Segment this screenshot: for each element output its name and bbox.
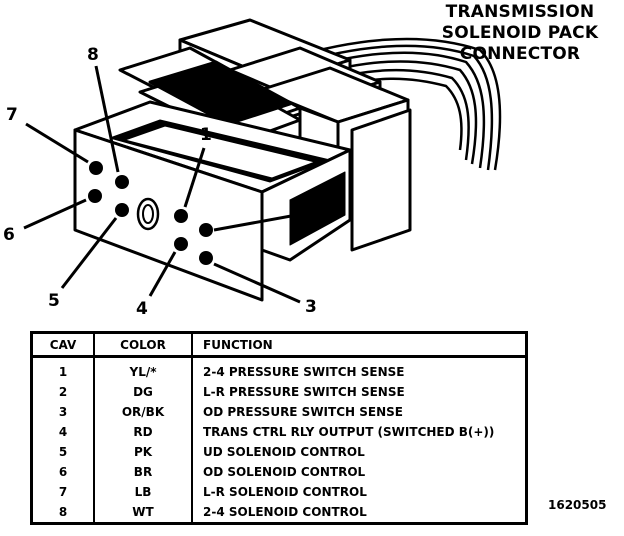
callout-8: 8 [87, 45, 99, 65]
cavity-6 [88, 189, 102, 203]
callout-1: 1 [200, 125, 212, 145]
cell-function: OD SOLENOID CONTROL [203, 465, 366, 479]
callout-3: 3 [305, 297, 317, 317]
cell-cav: 1 [31, 356, 95, 382]
connector-cavities [88, 161, 213, 265]
table-row: 4 RD TRANS CTRL RLY OUTPUT (SWITCHED B(+… [31, 422, 527, 442]
cell-cav: 6 [31, 462, 95, 482]
cavity-table: CAV COLOR FUNCTION 1 YL/* 2-4 PRESSURE S… [30, 331, 528, 525]
cavity-4 [174, 237, 188, 251]
cell-function: L-R SOLENOID CONTROL [203, 485, 367, 499]
callout-4: 4 [136, 299, 148, 319]
diagram-title: TRANSMISSION SOLENOID PACK CONNECTOR [420, 2, 620, 65]
table-row: 6 BR OD SOLENOID CONTROL [31, 462, 527, 482]
cell-cav: 3 [31, 402, 95, 422]
header-function: FUNCTION [192, 332, 527, 358]
table-row: 7 LB L-R SOLENOID CONTROL [31, 482, 527, 502]
table-row: 2 DG L-R PRESSURE SWITCH SENSE [31, 382, 527, 402]
cell-function: TRANS CTRL RLY OUTPUT (SWITCHED B(+)) [203, 425, 495, 439]
cell-function: UD SOLENOID CONTROL [203, 445, 365, 459]
callout-leaders [23, 65, 303, 304]
table-row: 3 OR/BK OD PRESSURE SWITCH SENSE [31, 402, 527, 422]
header-cav: CAV [31, 332, 95, 358]
cavity-3 [199, 251, 213, 265]
callout-5: 5 [48, 291, 60, 311]
cavity-1 [174, 209, 188, 223]
cell-color: BR [94, 462, 193, 482]
connector-front-face [73, 128, 264, 302]
table-header-row: CAV COLOR FUNCTION [31, 332, 527, 358]
cell-function: L-R PRESSURE SWITCH SENSE [203, 385, 405, 399]
cell-color: DG [94, 382, 193, 402]
cell-cav: 4 [31, 422, 95, 442]
connector-latch [118, 46, 302, 144]
cell-color: RD [94, 422, 193, 442]
cavity-5 [115, 203, 129, 217]
figure-id: 1620505 [548, 498, 607, 512]
cell-function: OD PRESSURE SWITCH SENSE [203, 405, 403, 419]
cavity-8 [115, 175, 129, 189]
cavity-2 [199, 223, 213, 237]
cell-cav: 2 [31, 382, 95, 402]
callout-2: 2 [310, 202, 322, 222]
cell-color: PK [94, 442, 193, 462]
cell-function: 2-4 SOLENOID CONTROL [203, 505, 367, 519]
callout-6: 6 [3, 225, 15, 245]
table-row: 5 PK UD SOLENOID CONTROL [31, 442, 527, 462]
cell-cav: 8 [31, 502, 95, 524]
connector-illustration [23, 18, 502, 304]
callout-7: 7 [6, 105, 18, 125]
title-line-1: TRANSMISSION [445, 2, 595, 22]
cell-color: LB [94, 482, 193, 502]
table-row: 1 YL/* 2-4 PRESSURE SWITCH SENSE [31, 356, 527, 382]
cell-function: 2-4 PRESSURE SWITCH SENSE [203, 365, 405, 379]
table-row: 8 WT 2-4 SOLENOID CONTROL [31, 502, 527, 524]
cell-cav: 5 [31, 442, 95, 462]
title-line-2: SOLENOID PACK [441, 23, 599, 43]
cell-color: WT [94, 502, 193, 524]
cavity-7 [89, 161, 103, 175]
cell-color: YL/* [94, 356, 193, 382]
cell-cav: 7 [31, 482, 95, 502]
header-color: COLOR [94, 332, 193, 358]
cell-color: OR/BK [94, 402, 193, 422]
title-line-3: CONNECTOR [459, 44, 581, 64]
